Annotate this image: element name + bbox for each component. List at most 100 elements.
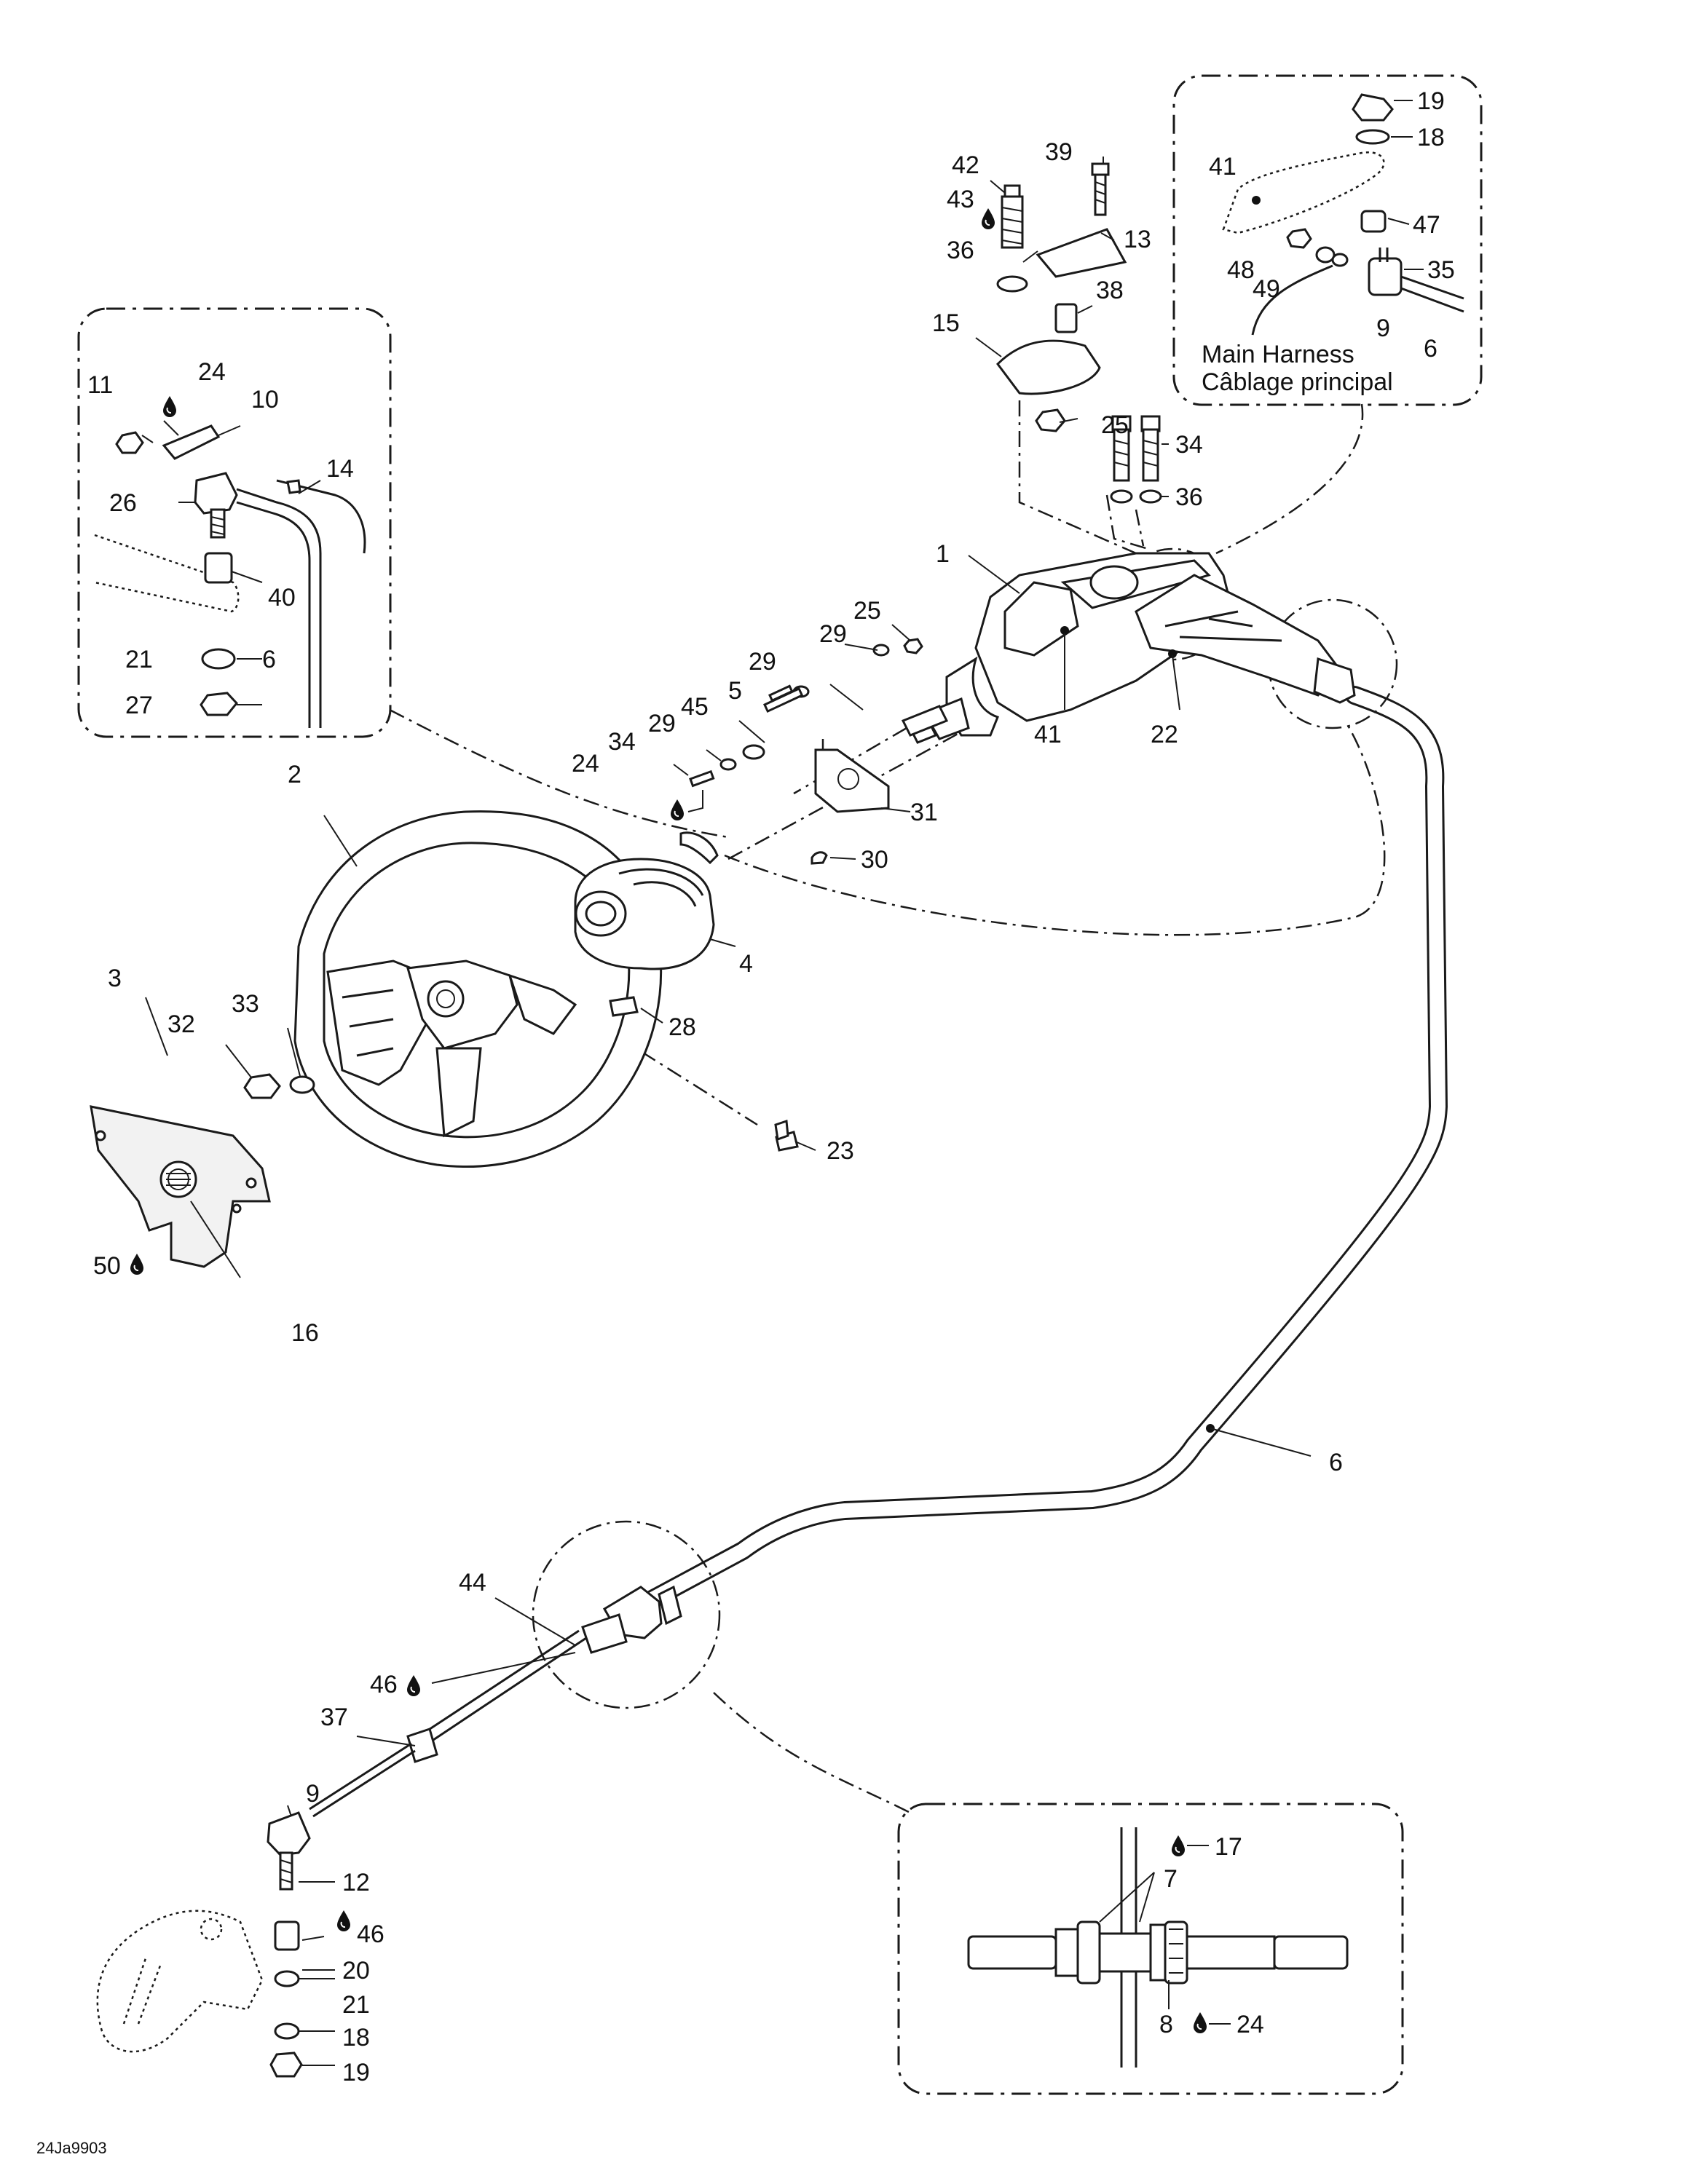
callout-label: 6 [1329,1449,1343,1476]
callout-label: 13 [1124,226,1151,253]
callout-label: 25 [1101,411,1129,439]
steering-cable [639,686,1448,1611]
lower-cable-end [96,1585,682,2078]
callout-label: 7 [1164,1865,1178,1893]
steering-hub [574,831,719,970]
bracket-22 [1135,574,1341,697]
callout-label: 29 [648,710,676,737]
nut-27 [200,692,238,716]
plate-13 [1036,228,1127,278]
spacer-20 [274,1920,300,1951]
nut-11 [115,431,144,454]
washer-36-top [996,275,1028,293]
callout-label: 38 [1096,277,1124,304]
callout-label: 49 [1253,275,1280,303]
callout-label: 6 [262,646,276,673]
callout-label: 1 [936,540,950,568]
key-30 [811,851,828,865]
callout-label: 34 [608,728,636,756]
callout-label: 16 [291,1319,319,1347]
callout-label: 45 [681,693,709,721]
callout-label: 12 [342,1869,370,1896]
inset-top-left [77,307,392,738]
screw-34 [689,769,715,788]
inset-top-left-parts [94,424,366,728]
plate-15 [996,339,1101,395]
screw-28 [609,996,639,1017]
harness-wire-49 [1251,264,1333,336]
callout-label: 9 [1376,314,1390,342]
sealant-drop-icon [130,1253,144,1275]
callout-label: 42 [952,151,979,179]
callout-label: 24 [1237,2011,1264,2038]
washer-18-inset [1355,129,1390,145]
sealant-drop-icon [1193,2011,1207,2034]
callout-label: 48 [1227,256,1255,284]
sealant-drop-icon [406,1674,421,1697]
callout-label: 29 [819,620,847,648]
plate-31 [814,748,890,813]
nut-25-shaft [903,638,923,654]
callout-label: 28 [669,1013,696,1041]
mount-hardware-top [996,162,1162,504]
pitman-arm-41-inset [1222,151,1385,234]
callout-label: 18 [342,2024,370,2052]
spacer-47 [1360,210,1387,233]
helm-assembly [908,552,1356,744]
ball-joint-9 [267,1811,311,1856]
callout-label: 37 [320,1704,348,1731]
callout-label: 2 [288,761,301,788]
callout-label: 10 [251,386,279,414]
sealant-drop-icon [162,395,177,418]
ball-joint-26 [194,472,238,515]
callout-label: 11 [87,371,113,399]
callout-label: 33 [232,990,259,1018]
callout-label: 21 [342,1991,370,2019]
steering-wheel [293,810,663,1168]
callout-label: 36 [947,237,974,264]
callout-label: 6 [1424,335,1437,363]
spacer-38 [1054,303,1078,333]
callout-label: 22 [1151,721,1178,748]
callout-label: 24 [572,750,599,778]
inset-top-right-parts [1222,93,1464,336]
inset-note-line1: Main Harness [1202,341,1354,368]
callout-label: 17 [1215,1833,1242,1861]
steering-cover [90,1073,315,1268]
callout-label: 23 [827,1137,854,1165]
inset-top-right [1172,74,1483,406]
callout-label: 36 [1175,483,1203,511]
washer-29b [719,758,737,771]
bolt-39-head [1091,162,1110,176]
nut-48 [1286,228,1312,249]
callout-label: 29 [749,648,776,676]
callout-label: 50 [93,1252,121,1280]
leader-lines [141,100,1424,2066]
clamp-10 [162,424,221,460]
callout-label: 19 [1417,87,1445,115]
nut-25-top [1035,408,1066,432]
sealant-drop-icon [670,799,685,821]
callout-label: 30 [861,846,888,874]
callout-label: 15 [932,309,960,337]
spacer-40 [204,552,233,584]
callout-label: 40 [268,584,296,612]
washer-21-lower [274,1970,300,1987]
callout-label: 5 [728,677,742,705]
detail-circle-nut [532,1520,721,1709]
callout-label: 47 [1413,211,1440,239]
screw-5 [763,687,804,713]
callout-label: 20 [342,1957,370,1985]
sealant-drop-icon [1171,1835,1186,1857]
callout-label: 21 [125,646,153,673]
callout-label: 24 [198,358,226,386]
washer-21-inset [201,648,236,670]
callout-label: 18 [1417,124,1445,151]
nut-32 [243,1073,281,1099]
callout-label: 46 [357,1920,384,1948]
callout-label: 3 [108,965,122,992]
callout-label: 19 [342,2059,370,2086]
washer-33 [289,1075,315,1094]
callout-label: 43 [947,186,974,213]
